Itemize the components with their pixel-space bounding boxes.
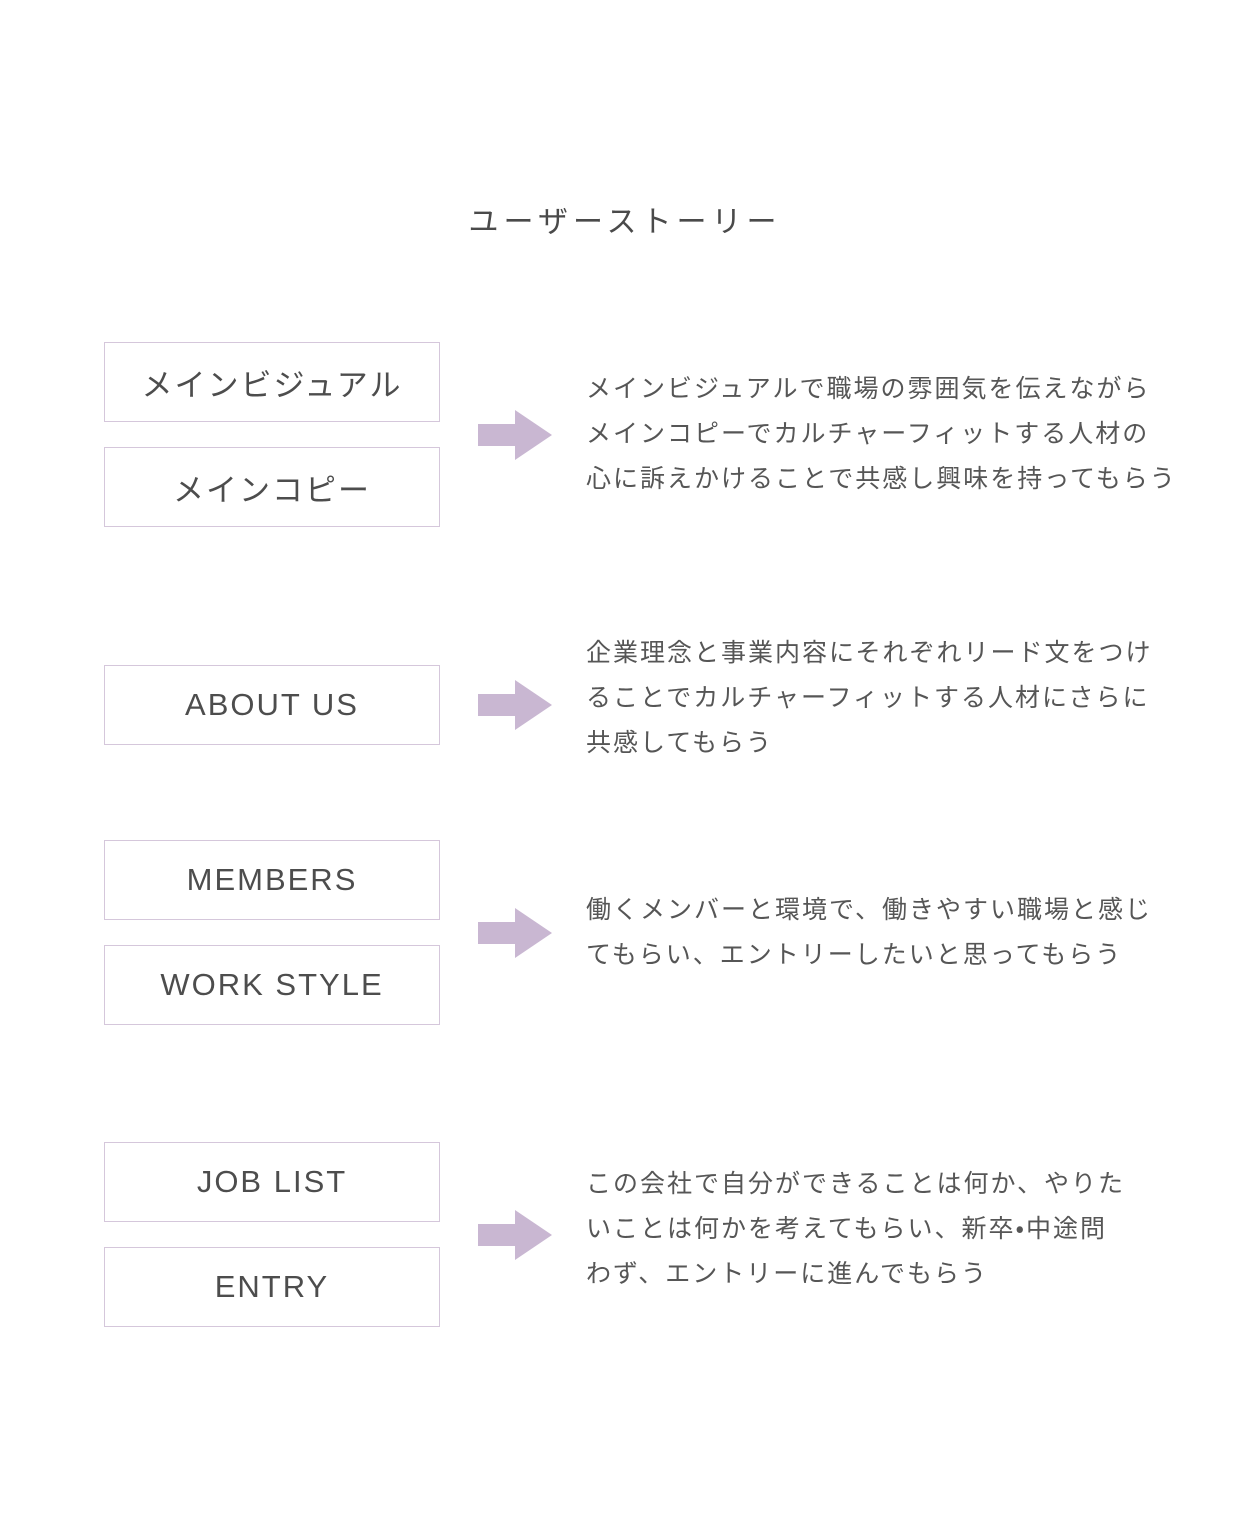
flow-row-members: MEMBERS WORK STYLE 働くメンバーと環境で、働きやすい職場と感じ… [104,840,1186,1025]
flow-box-work-style: WORK STYLE [104,945,440,1025]
flow-box-label: メインビジュアル [141,367,403,403]
flow-box-label: ABOUT US [185,686,359,722]
description-line: 心に訴えかけることで共感し興味を持ってもらう [586,465,1177,493]
arrow-right-icon [478,679,552,730]
flow-description: この会社で自分ができることは何か、やりた いことは何かを考えてもらい、新卒・中途… [586,1162,1186,1297]
description-line: いことは何かを考えてもらい、新卒・中途問 [586,1215,1108,1243]
flow-box-main-visual: メインビジュアル [104,342,440,422]
flow-row-main: メインビジュアル メインコピー メインビジュアルで職場の雰囲気を伝えながら メイ… [104,342,1186,527]
flow-box-group: MEMBERS WORK STYLE [104,840,440,1025]
arrow-right-icon [478,409,552,460]
flow-box-label: JOB LIST [196,1164,348,1199]
flow-box-group: ABOUT US [104,664,440,745]
flow-box-group: メインビジュアル メインコピー [104,342,440,527]
description-line: わず、エントリーに進んでもらう [586,1260,989,1288]
flow-row-entry: JOB LIST ENTRY この会社で自分ができることは何か、やりた いことは… [104,1142,1186,1327]
description-line: メインビジュアルで職場の雰囲気を伝えながら [586,375,1151,403]
arrow-right-icon [478,1209,552,1260]
page-title: ユーザーストーリー [468,206,782,239]
flow-box-label: ENTRY [214,1269,330,1304]
flow-box-label: メインコピー [173,472,371,508]
flow-description: メインビジュアルで職場の雰囲気を伝えながら メインコピーでカルチャーフィットする… [586,367,1186,502]
flow-box-entry: ENTRY [104,1247,440,1327]
description-line: ることでカルチャーフィットする人材にさらに [586,684,1150,712]
flow-box-main-copy: メインコピー [104,447,440,527]
description-line: 共感してもらう [586,729,774,757]
description-line: てもらい、エントリーしたいと思ってもらう [586,940,1123,969]
flow-box-label: WORK STYLE [160,967,384,1002]
description-line: 働くメンバーと環境で、働きやすい職場と感じ [586,895,1153,924]
flow-description: 企業理念と事業内容にそれぞれリード文をつけ ることでカルチャーフィットする人材に… [586,631,1186,766]
arrow-right-icon [478,907,552,958]
description-line: この会社で自分ができることは何か、やりた [586,1170,1126,1198]
flow-box-members: MEMBERS [104,840,440,920]
flow-box-group: JOB LIST ENTRY [104,1142,440,1327]
description-line: メインコピーでカルチャーフィットする人材の [586,420,1150,448]
flow-box-label: MEMBERS [186,862,358,897]
flow-box-job-list: JOB LIST [104,1142,440,1222]
flow-box-about-us: ABOUT US [104,664,440,745]
description-line: 企業理念と事業内容にそれぞれリード文をつけ [586,639,1153,667]
flow-row-about-us: ABOUT US 企業理念と事業内容にそれぞれリード文をつけ ることでカルチャー… [104,639,1186,766]
flow-description: 働くメンバーと環境で、働きやすい職場と感じ てもらい、エントリーしたいと思っても… [586,888,1186,978]
